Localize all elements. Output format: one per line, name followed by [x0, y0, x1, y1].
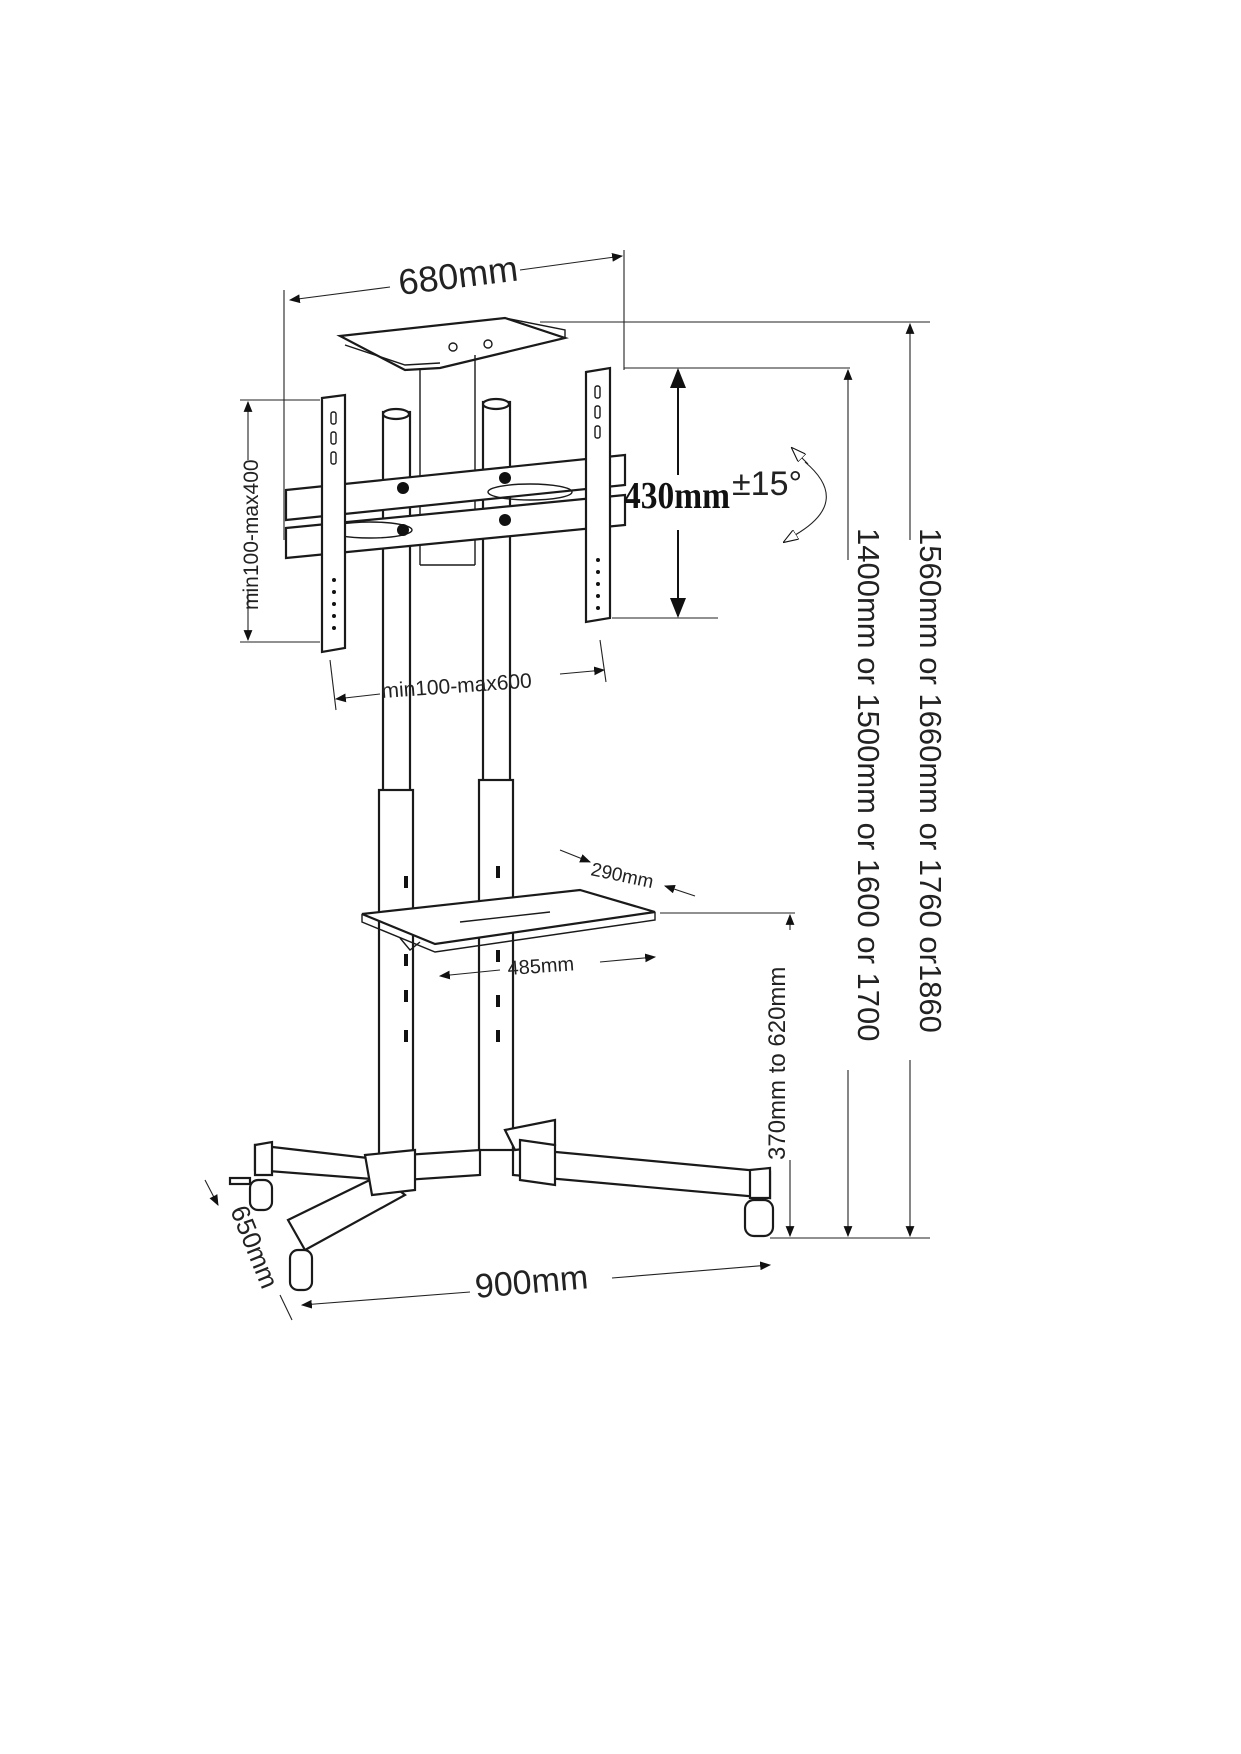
shelf-depth-label: 290mm	[589, 859, 655, 893]
top-tray	[336, 316, 569, 566]
base-depth-label: 650mm	[224, 1201, 284, 1293]
shelf-width-label: 485mm	[507, 953, 575, 980]
extension-lines	[240, 250, 930, 1239]
vesa-brackets	[320, 366, 612, 654]
total-height-label: 1560mm or 1660mm or 1760 or1860	[913, 528, 948, 1033]
shelf-height-label: 370mm to 620mm	[764, 967, 791, 1160]
casters	[228, 1176, 775, 1292]
base	[253, 1118, 772, 1252]
vesa-vertical-label: min100-max400	[240, 459, 263, 610]
dimension-lines	[204, 252, 915, 1321]
mount-width-label: 680mm	[396, 248, 520, 303]
tilt-label: ±15°	[732, 465, 802, 503]
mount-height-label: 1400mm or 1500mm or 1600 or 1700	[851, 528, 886, 1042]
base-width-label: 900mm	[473, 1258, 589, 1306]
middle-shelf	[361, 888, 656, 953]
bracket-height-label: 430mm	[624, 475, 730, 517]
